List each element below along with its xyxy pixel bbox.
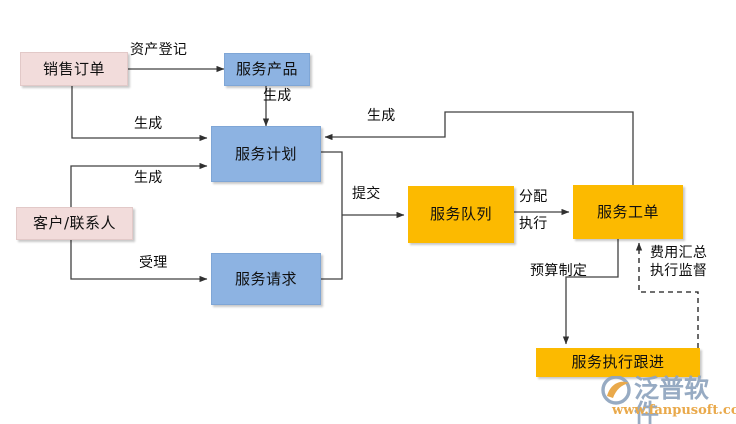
node-service-queue[interactable]: 服务队列 bbox=[408, 186, 514, 243]
fanpu-logo-icon bbox=[601, 376, 631, 405]
edge-label-cost-summary: 费用汇总 bbox=[650, 245, 708, 261]
watermark-brand: 泛普软件 bbox=[634, 374, 710, 424]
edge-label-execution-supervision: 执行监督 bbox=[650, 263, 708, 279]
node-service-product[interactable]: 服务产品 bbox=[224, 53, 310, 86]
edge-label-workorder-generate: 生成 bbox=[367, 108, 396, 124]
edge-order-generate bbox=[71, 86, 208, 142]
node-service-plan[interactable]: 服务计划 bbox=[211, 126, 321, 182]
edge-customer-generate bbox=[70, 162, 208, 207]
edge-label-execute: 执行 bbox=[519, 216, 548, 232]
node-service-work-order[interactable]: 服务工单 bbox=[573, 185, 683, 239]
edge-label-assign: 分配 bbox=[519, 189, 548, 205]
node-service-execution-label: 服务执行跟进 bbox=[571, 353, 665, 371]
watermark-url: www.fanpusoft.com bbox=[612, 403, 736, 418]
node-service-request-label: 服务请求 bbox=[234, 269, 297, 288]
node-service-product-label: 服务产品 bbox=[235, 60, 298, 78]
node-sales-order-label: 销售订单 bbox=[42, 59, 105, 78]
edge-label-customer-generate: 生成 bbox=[134, 170, 163, 186]
edge-label-order-generate: 生成 bbox=[134, 116, 163, 132]
node-customer-contact-label: 客户/联系人 bbox=[32, 214, 117, 232]
watermark: 泛普软件 www.fanpusoft.com bbox=[600, 374, 736, 424]
node-service-work-order-label: 服务工单 bbox=[596, 202, 659, 221]
edge-workorder-generate bbox=[324, 111, 634, 185]
node-customer-contact[interactable]: 客户/联系人 bbox=[16, 207, 133, 240]
node-service-plan-label: 服务计划 bbox=[234, 144, 297, 163]
edge-label-product-generate: 生成 bbox=[263, 88, 292, 104]
edge-customer-accept bbox=[70, 240, 208, 283]
edge-label-asset-registration: 资产登记 bbox=[130, 42, 188, 58]
node-service-queue-label: 服务队列 bbox=[429, 205, 492, 223]
edge-budget-set bbox=[562, 239, 619, 345]
edge-label-submit: 提交 bbox=[352, 186, 381, 202]
edge-submit-plan-branch bbox=[321, 151, 343, 280]
node-service-request[interactable]: 服务请求 bbox=[211, 253, 321, 305]
edge-cost-supervise bbox=[635, 242, 699, 348]
node-sales-order[interactable]: 销售订单 bbox=[20, 52, 128, 86]
edge-label-budget-set: 预算制定 bbox=[530, 263, 588, 279]
node-service-execution[interactable]: 服务执行跟进 bbox=[536, 348, 700, 377]
edge-label-customer-accept: 受理 bbox=[139, 255, 168, 271]
